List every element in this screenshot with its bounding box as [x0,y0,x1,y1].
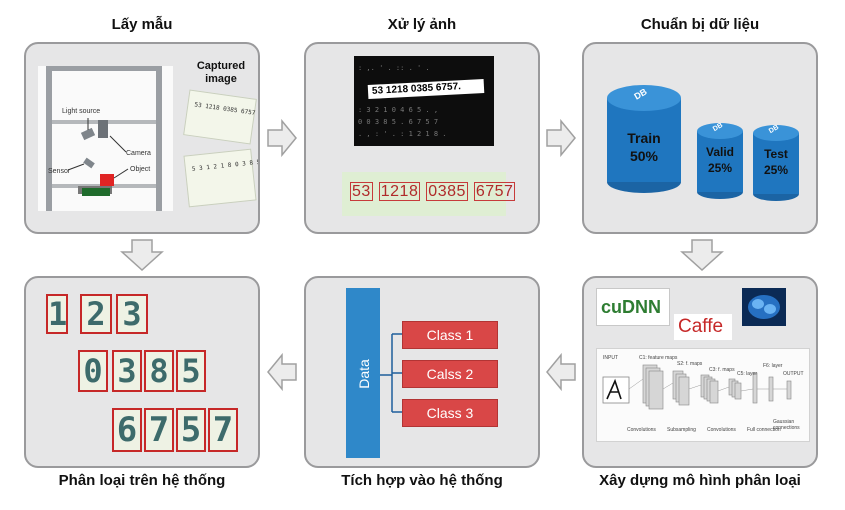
panel-preparation: DB Train 50% DB Valid 25% DB Test 25% [582,42,818,234]
label-sensor: Sensor [48,168,71,175]
digit-box: 2 [80,294,112,334]
arrow-left-icon [545,352,577,392]
panel-classification: 1 2 3 0 3 8 5 6 7 5 7 [24,276,260,468]
captured-image-2: 5 3 1 2 1 8 0 3 8 5 [183,148,258,208]
label-camera: Camera [126,150,151,157]
captured-image-title: Captured image [196,60,246,85]
stage-title-processing: Xử lý ảnh [387,16,457,33]
data-block: Data [346,288,380,458]
digit-box: 3 [112,350,142,392]
class-box-1: Class 1 [402,321,498,349]
stage-title-integration: Tích hợp vào hệ thống [341,472,503,489]
lenet-architecture-diagram: INPUT C1: feature maps S2: f. maps C3: f… [596,348,810,442]
digit-group: 1218 [378,182,421,201]
digit-box: 6 [112,408,142,452]
digit-box: 8 [144,350,174,392]
stage-title-building: Xây dựng mô hình phân loại [599,472,801,489]
digit-group: 0385 [426,182,468,201]
digit-box: 0 [78,350,108,392]
arrow-left-icon [266,352,298,392]
stage-title-sampling: Lấy mẫu [111,16,173,33]
digit-group: 6757 [473,182,516,201]
stage-title-preparation: Chuẩn bị dữ liệu [640,16,760,33]
digit-box: 7 [208,408,238,452]
digit-box: 3 [116,294,148,334]
processed-number-strip: 53 1218 0385 6757. [371,81,462,97]
digit-box: 7 [144,408,174,452]
digit-box: 5 [176,408,206,452]
segmented-digits-band: 53 1218 0385 6757 [342,172,516,216]
arrow-down-icon [680,238,724,272]
binarized-image: : ,. ' . :: . ' . : 3 2 1 0 4 6 5 . , 0 … [354,56,494,146]
captured-image-1: 53 1218 0385 6757 [183,89,257,145]
db-valid: DB Valid 25% [696,122,744,200]
rig-drawing [46,66,162,211]
label-light-source: Light source [62,108,101,115]
stage-title-classification: Phân loại trên hệ thống [58,472,226,489]
database-icon [753,125,799,201]
connector-lines [380,333,402,413]
caffe-logo: Caffe [674,314,732,340]
db-train: DB Train 50% [606,84,682,194]
panel-processing: : ,. ' . :: . ' . : 3 2 1 0 4 6 5 . , 0 … [304,42,540,234]
db-test: DB Test 25% [752,124,800,202]
label-object: Object [130,166,151,173]
arrow-right-icon [266,118,298,158]
brain-icon [742,288,786,326]
arrow-down-icon [120,238,164,272]
digit-box: 5 [176,350,206,392]
panel-building: cuDNN Caffe INPUT C1: feature maps [582,276,818,468]
cudnn-logo: cuDNN [596,288,670,326]
class-box-2: Calss 2 [402,360,498,388]
panel-sampling: Light source Camera Object Sensor Captur… [24,42,260,234]
database-icon [607,85,681,193]
database-icon [697,123,743,199]
digit-box: 1 [46,294,68,334]
panel-integration: Data Class 1 Calss 2 Class 3 [304,276,540,468]
arrow-right-icon [545,118,577,158]
digit-group: 53 [350,182,373,201]
class-box-3: Class 3 [402,399,498,427]
capture-rig-illustration: Light source Camera Object Sensor [38,66,173,211]
